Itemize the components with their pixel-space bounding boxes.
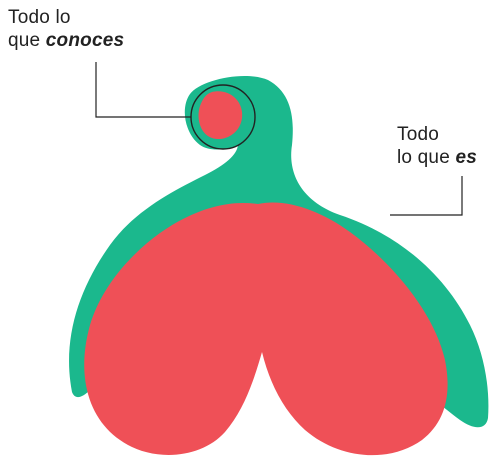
label-whole-line2-prefix: lo que bbox=[397, 147, 456, 168]
label-whole-line1: Todo bbox=[397, 124, 440, 145]
glans-shape bbox=[198, 91, 243, 140]
label-known-line2: que conoces bbox=[8, 29, 124, 52]
inner-structure-shape bbox=[84, 202, 448, 456]
label-known-line1: Todo lo bbox=[8, 7, 71, 28]
label-todo-lo-que-es: Todo lo que es bbox=[397, 123, 477, 169]
label-whole-line2: lo que es bbox=[397, 146, 477, 169]
label-todo-lo-que-conoces: Todo lo que conoces bbox=[8, 6, 124, 52]
label-known-line2-prefix: que bbox=[8, 30, 46, 51]
label-whole-emphasis: es bbox=[455, 147, 477, 168]
leader-line-known bbox=[95, 62, 191, 118]
label-known-emphasis: conoces bbox=[45, 30, 125, 51]
leader-line-whole bbox=[390, 176, 463, 216]
